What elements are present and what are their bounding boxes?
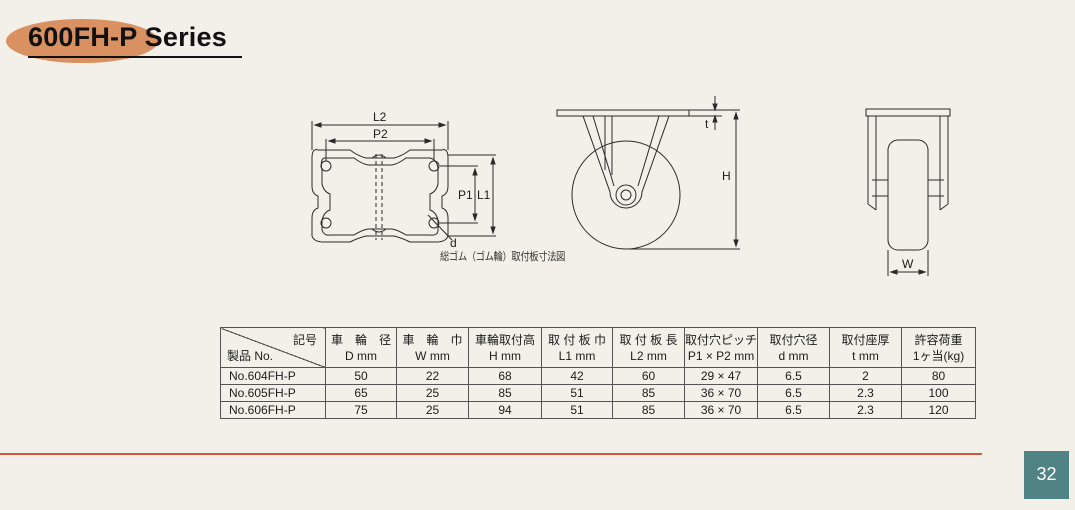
product-cell: No.605FH-P: [220, 384, 326, 402]
table-cell: 6.5: [757, 401, 831, 419]
table-cell: 65: [325, 384, 397, 402]
title-badge: [6, 19, 158, 63]
label-l1: L1: [477, 188, 491, 202]
table-cell: 36 × 70: [683, 384, 759, 402]
label-h: H: [722, 169, 731, 183]
corner-product-label: 製品 No.: [227, 349, 274, 363]
table-cell: 94: [468, 401, 542, 419]
corner-header: 記号 製品 No.: [220, 327, 326, 368]
label-t: t: [705, 117, 709, 131]
footer-rule: [0, 453, 982, 455]
table-cell: 120: [901, 401, 977, 419]
table-cell: 25: [396, 401, 469, 419]
table-cell: 2.3: [829, 384, 903, 402]
table-cell: 80: [901, 367, 977, 385]
corner-symbol-label: 記号: [292, 333, 317, 347]
table-cell: 2.3: [829, 401, 903, 419]
table-cell: 42: [541, 367, 613, 385]
label-w: W: [902, 257, 914, 271]
table-cell: 100: [901, 384, 977, 402]
page-title: 600FH-P Series: [28, 22, 227, 52]
label-d: d: [450, 236, 457, 250]
table-cell: 25: [396, 384, 469, 402]
front-view-drawing: [865, 108, 951, 276]
table-cell: 85: [468, 384, 542, 402]
technical-drawings: L2 P2 P1 L1 d t H: [311, 96, 951, 276]
label-p2: P2: [373, 127, 388, 141]
table-cell: 51: [541, 384, 613, 402]
table-cell: 2: [829, 367, 903, 385]
title-underline: [28, 56, 242, 58]
label-l2: L2: [373, 110, 387, 124]
table-cell: 22: [396, 367, 469, 385]
page-number: 32: [1024, 451, 1069, 499]
table-cell: 6.5: [757, 384, 831, 402]
table-cell: 6.5: [757, 367, 831, 385]
top-view-drawing: [311, 121, 496, 243]
drawing-note: 総ゴム（ゴム輪）取付板寸法図: [440, 250, 565, 263]
table-cell: 60: [612, 367, 685, 385]
side-view-drawing: [556, 96, 740, 250]
label-p1: P1: [458, 188, 473, 202]
table-cell: 29 × 47: [683, 367, 759, 385]
table-row: No.606FH-P 75 25 94 51 85 36 × 70 6.5 2.…: [220, 401, 977, 419]
table-cell: 36 × 70: [683, 401, 759, 419]
table-row: No.605FH-P 65 25 85 51 85 36 × 70 6.5 2.…: [220, 384, 977, 402]
table-cell: 85: [612, 384, 685, 402]
table-cell: 85: [612, 401, 685, 419]
product-cell: No.604FH-P: [220, 367, 326, 385]
table-cell: 50: [325, 367, 397, 385]
product-cell: No.606FH-P: [220, 401, 326, 419]
table-cell: 75: [325, 401, 397, 419]
table-cell: 68: [468, 367, 542, 385]
table-cell: 51: [541, 401, 613, 419]
table-row: No.604FH-P 50 22 68 42 60 29 × 47 6.5 2 …: [220, 367, 977, 385]
